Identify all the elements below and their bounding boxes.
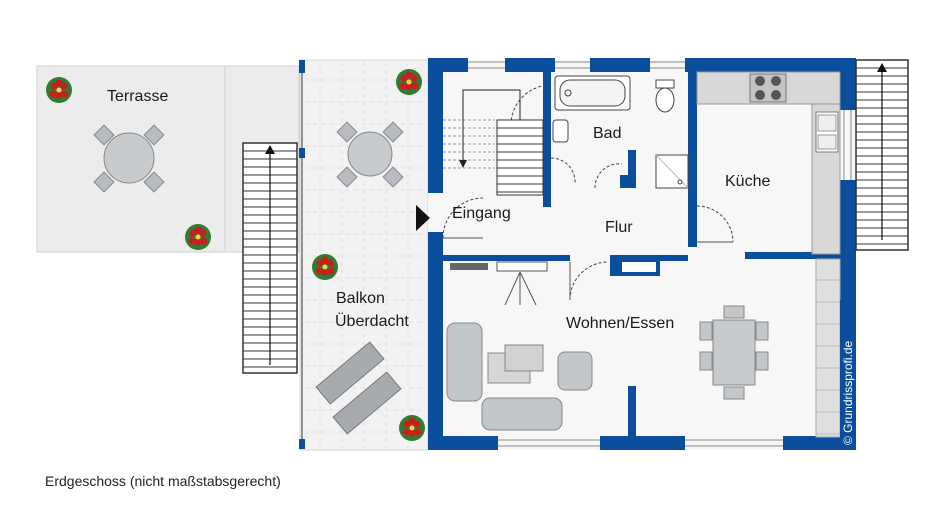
room-label-flur: Flur (605, 219, 633, 236)
room-label-eingang: Eingang (452, 205, 511, 222)
sofa (446, 322, 483, 402)
entrance-arrow-icon (416, 205, 430, 231)
room-label-balkon: Balkon (336, 290, 385, 307)
room-label-terrasse: Terrasse (107, 88, 168, 105)
flower-pot-icon (312, 254, 338, 280)
stair-arrow-icon (877, 63, 887, 72)
round-table-icon (336, 121, 404, 188)
outdoor-stairs-right (855, 59, 909, 251)
outdoor-stairs-left (242, 142, 298, 374)
flower-pot-icon (185, 224, 211, 250)
indoor-stairs (443, 89, 544, 196)
sun-lounger-icon (315, 341, 402, 435)
room-label-kueche: Küche (725, 173, 770, 190)
stair-arrow-icon (265, 145, 275, 154)
flower-pot-icon (46, 77, 72, 103)
flower-pot-icon (396, 69, 422, 95)
room-label-bad: Bad (593, 125, 621, 142)
kitchen (696, 71, 841, 438)
credit-label: © Grundrissprofi.de (841, 340, 855, 445)
stove-icon (749, 73, 787, 103)
sink-icon (552, 119, 569, 143)
bathroom-fixtures (552, 75, 689, 189)
room-label-wohnen: Wohnen/Essen (566, 315, 674, 332)
door-swings (442, 84, 734, 301)
lamp-stand (496, 261, 548, 306)
flower-pot-icon (399, 415, 425, 441)
toilet-icon (655, 87, 675, 113)
floor-caption: Erdgeschoss (nicht maßstabsgerecht) (45, 473, 281, 489)
outer-walls (428, 58, 856, 450)
round-table-icon (93, 124, 165, 193)
room-label-ueberdacht: Überdacht (335, 312, 409, 330)
living-furniture (446, 305, 769, 431)
